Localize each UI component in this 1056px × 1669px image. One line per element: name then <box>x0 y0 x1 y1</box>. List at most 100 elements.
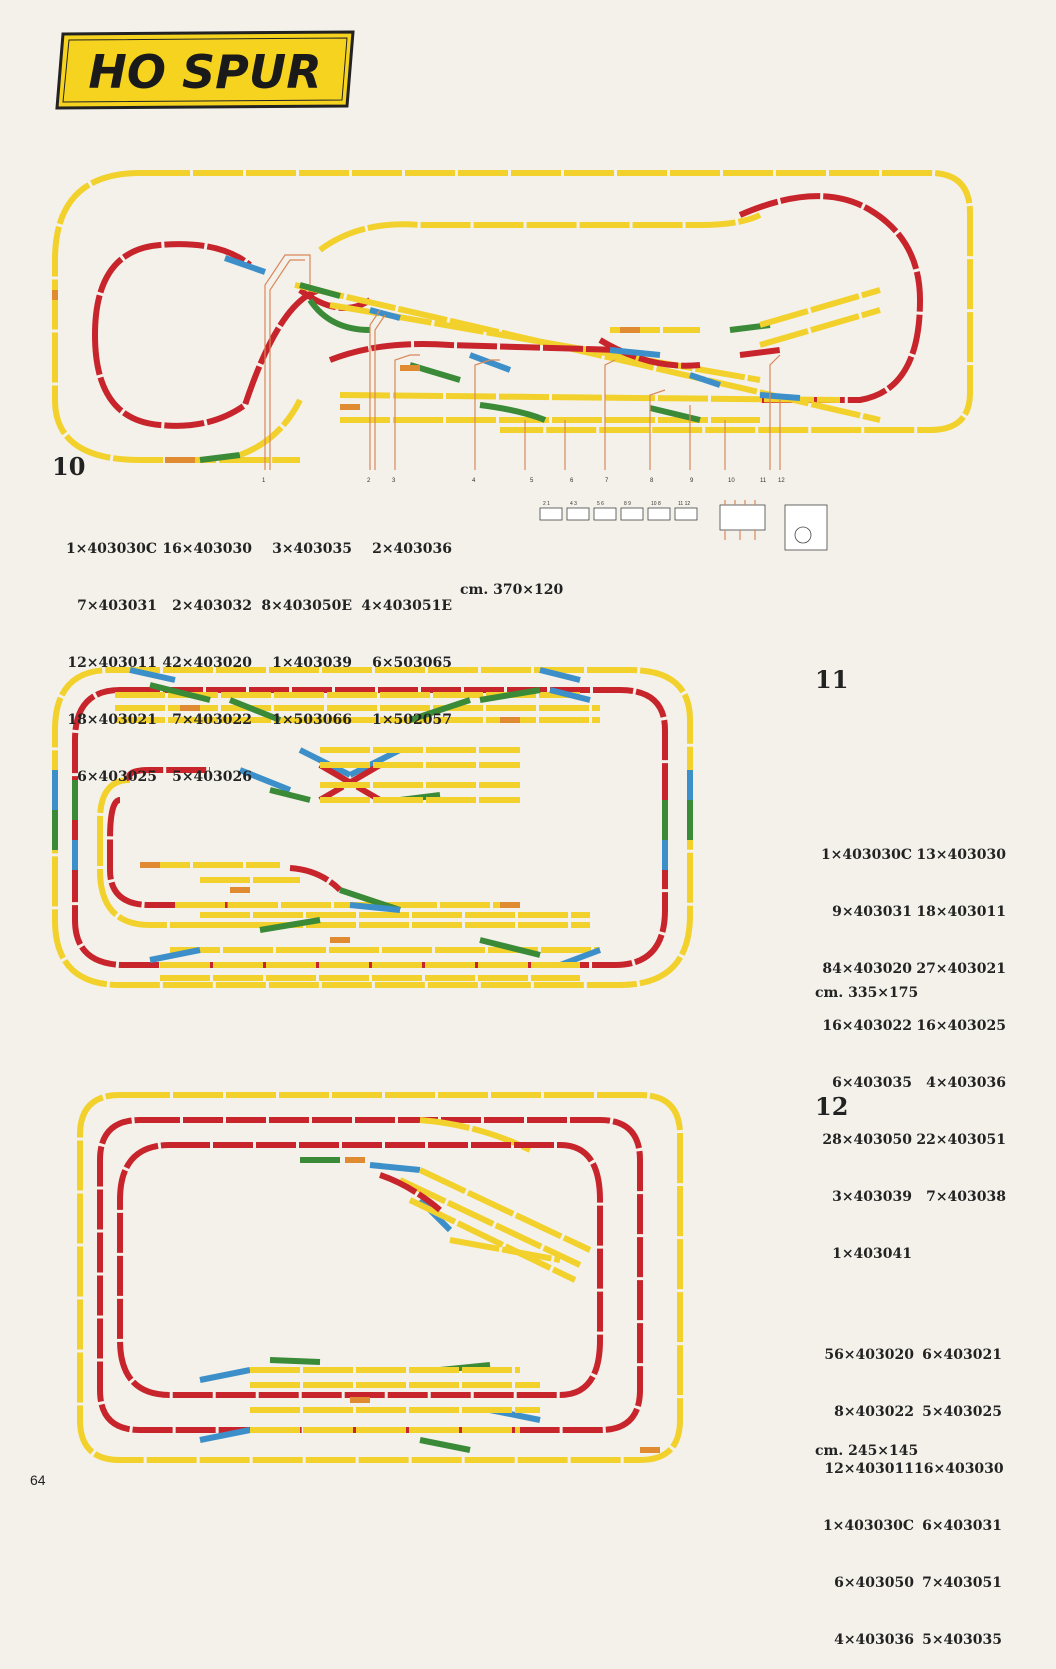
title-banner: HO SPUR <box>55 30 355 110</box>
layout-number-11: 11 <box>815 665 849 694</box>
part-entry: 12×403011 <box>824 1461 914 1477</box>
wire-label: 6 <box>570 478 574 484</box>
switch-label: 4 3 <box>570 501 577 507</box>
part-entry: 5×403025 <box>922 1404 1002 1420</box>
part-entry: 6×403035 <box>832 1075 912 1091</box>
layout-12-diagram <box>77 1092 683 1463</box>
parts-row: 4×403036 5×403035 <box>810 1631 1002 1650</box>
part-entry: 6×403021 <box>922 1347 1002 1363</box>
part-entry: 28×403050 <box>822 1132 912 1148</box>
control-unit <box>719 504 766 531</box>
part-entry: 27×403021 <box>916 961 1006 977</box>
switch-label: 2 1 <box>543 501 550 507</box>
parts-row: 56×403020 6×403021 <box>810 1346 1002 1365</box>
part-entry: 4×403051E <box>361 598 452 614</box>
wire-label: 2 <box>367 478 371 484</box>
part-entry: 6×403050 <box>834 1575 914 1591</box>
switch-label: 10 8 <box>651 501 661 507</box>
part-entry: 1×503066 <box>272 712 352 728</box>
transformer-dial-icon <box>794 526 812 544</box>
part-entry: 2×403032 <box>172 598 252 614</box>
part-entry: 3×403035 <box>272 541 352 557</box>
layout-number-10: 10 <box>52 452 86 481</box>
page-number: 64 <box>30 1472 46 1488</box>
parts-row: 6×403050 7×403051 <box>810 1574 1002 1593</box>
part-entry: 12×403011 <box>67 655 157 671</box>
part-entry: 4×403036 <box>926 1075 1006 1091</box>
part-entry: 5×403026 <box>172 769 252 785</box>
part-entry: 84×403020 <box>822 961 912 977</box>
title-banner-shape: HO SPUR <box>55 30 355 110</box>
part-entry: 1×403030C <box>820 847 912 863</box>
part-entry: 16×403025 <box>916 1018 1006 1034</box>
wire-label: 9 <box>690 478 694 484</box>
layout-10-diagram: 1 2 3 4 5 6 7 8 9 10 11 12 2 1 4 3 5 6 <box>52 170 973 551</box>
parts-row: 1×403030C 6×403031 <box>810 1517 1002 1536</box>
part-entry: 56×403020 <box>824 1347 914 1363</box>
page-title: HO SPUR <box>88 45 321 99</box>
part-entry: 1×502057 <box>372 712 452 728</box>
part-entry: 1×403030C <box>65 541 157 557</box>
part-entry: 9×403031 <box>832 904 912 920</box>
wire-label: 5 <box>530 478 534 484</box>
switch-label: 8 9 <box>624 501 631 507</box>
wire-label: 4 <box>472 478 476 484</box>
wire-terminal-labels: 1 2 3 4 5 6 7 8 9 10 11 12 <box>262 478 785 484</box>
part-entry: 1×403041 <box>832 1246 912 1262</box>
part-entry: 1×403030C <box>822 1518 914 1534</box>
part-entry: 7×403038 <box>926 1189 1006 1205</box>
parts-row: 6×403025 5×403026 <box>52 768 452 787</box>
part-entry: 6×403031 <box>922 1518 1002 1534</box>
part-entry: 3×403039 <box>832 1189 912 1205</box>
layout-number-12: 12 <box>815 1092 849 1121</box>
wire-label: 8 <box>650 478 654 484</box>
wire-label: 11 <box>760 478 767 484</box>
wire-label: 7 <box>605 478 609 484</box>
layout-10-size: cm. 370×120 <box>460 582 564 598</box>
part-entry: 42×403020 <box>162 655 252 671</box>
parts-row: 8×403022 5×403025 <box>810 1403 1002 1422</box>
part-entry: 7×403031 <box>77 598 157 614</box>
parts-row: 3×403039 7×403038 <box>810 1188 1006 1207</box>
switch-label: 11 12 <box>678 501 690 507</box>
switch-panels: 2 1 4 3 5 6 8 9 10 8 11 12 <box>539 500 828 551</box>
wire-label: 10 <box>728 478 735 484</box>
parts-list-10: 1×403030C 16×403030 3×403035 2×403036 7×403… <box>52 502 452 806</box>
part-entry: 5×403035 <box>922 1632 1002 1648</box>
part-entry: 4×403036 <box>834 1632 914 1648</box>
part-entry: 6×403025 <box>77 769 157 785</box>
wire-label: 3 <box>392 478 396 484</box>
track-diagrams: .y{stroke:#f2d12c;stroke-width:6;fill:no… <box>52 170 973 1463</box>
part-entry: 8×403050E <box>261 598 352 614</box>
part-entry: 8×403022 <box>834 1404 914 1420</box>
part-entry: 7×403022 <box>172 712 252 728</box>
part-entry: 13×403030 <box>916 847 1006 863</box>
parts-row: 1×403041 <box>810 1245 1006 1264</box>
part-entry: 2×403036 <box>372 541 452 557</box>
parts-row: 1×403030C 16×403030 3×403035 2×403036 <box>52 540 452 559</box>
parts-list-12: 56×403020 6×403021 8×403022 5×403025 12×40… <box>810 1308 1004 1669</box>
layout-11-diagram <box>52 667 693 988</box>
part-entry: 16×403022 <box>822 1018 912 1034</box>
parts-row: 7×403031 2×403032 8×403050E 4×403051E <box>52 597 452 616</box>
part-entry: 7×403051 <box>922 1575 1002 1591</box>
part-entry: 18×403021 <box>67 712 157 728</box>
part-entry: 16×403030 <box>914 1461 1004 1477</box>
wire-label: 1 <box>262 478 266 484</box>
part-entry: 16×403030 <box>162 541 252 557</box>
parts-row: 6×403035 4×403036 <box>810 1074 1006 1093</box>
parts-row: 18×403021 7×403022 1×503066 1×502057 <box>52 711 452 730</box>
switch-label: 5 6 <box>597 501 604 507</box>
part-entry: 6×503065 <box>372 655 452 671</box>
layout-11-size: cm. 335×175 <box>815 985 919 1001</box>
part-entry: 22×403051 <box>916 1132 1006 1148</box>
layout-12-size: cm. 245×145 <box>815 1443 919 1459</box>
